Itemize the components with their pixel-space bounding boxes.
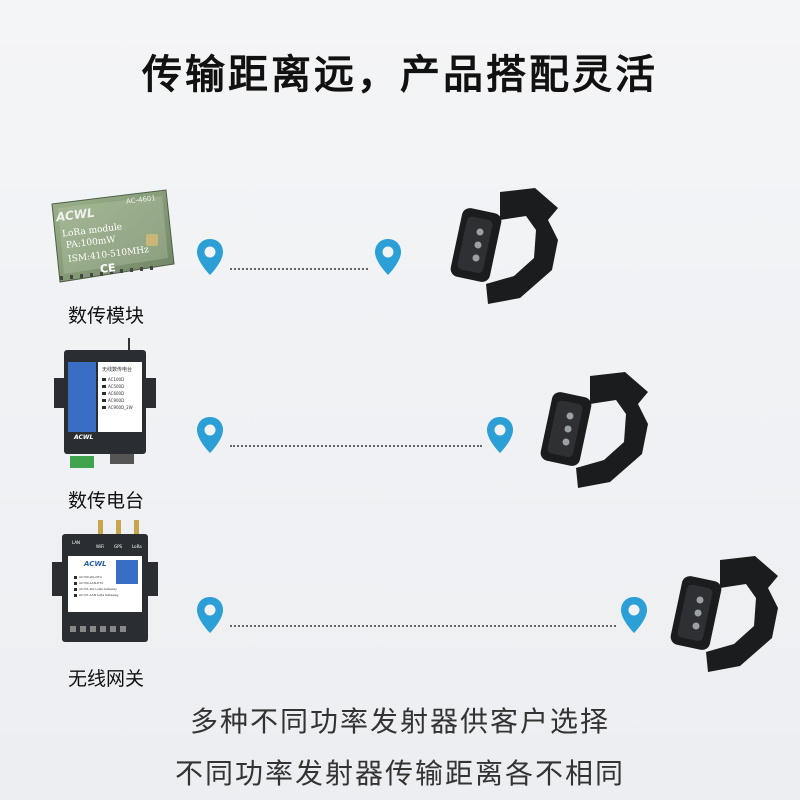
wireless-gateway-box-icon: LAN WiFi GPS LoRa ACWL AC700-WL-DTU AC70… [50, 516, 160, 650]
radio-model-4: AC900D [108, 398, 125, 403]
page-title: 传输距离远，产品搭配灵活 [142, 52, 658, 98]
location-pin-icon [197, 239, 223, 275]
location-pin-icon [197, 597, 223, 633]
radio-station-box-icon: 无线数传电台 AC100D AC500D AC600D AC900D AC900… [50, 338, 160, 474]
distance-line-long [230, 625, 616, 627]
gateway-port-1: LAN [72, 540, 81, 545]
ce-mark: CE [99, 261, 117, 276]
distance-line-medium [230, 445, 482, 447]
smart-watch-icon [540, 372, 648, 488]
location-pin-icon [197, 417, 223, 453]
radio-model-3: AC600D [108, 391, 125, 396]
smart-watch-icon [450, 188, 558, 304]
radio-brand: ACWL [74, 434, 94, 441]
distance-line-short [230, 268, 368, 270]
row-label-module: 数传模块 [67, 305, 144, 327]
radio-model-1: AC100D [108, 377, 125, 382]
gateway-model-4: AC721-LAN LoRa Gateway [79, 593, 119, 597]
gateway-model-1: AC700-WL-DTU [79, 575, 102, 579]
gateway-port-4: LoRa [132, 544, 142, 549]
footer-line-2: 不同功率发射器传输距离各不相同 [174, 757, 625, 790]
gateway-brand: ACWL [84, 560, 107, 568]
radio-model-5: AC900D_2W [108, 405, 133, 410]
gateway-port-2: WiFi [96, 544, 105, 549]
smart-watch-icon [670, 556, 778, 672]
radio-header: 无线数传电台 [102, 367, 133, 373]
location-pin-icon [375, 239, 401, 275]
location-pin-icon [621, 597, 647, 633]
lora-module-chip-icon: ACWL AC-4601 LoRa module PA:100mW ISM:41… [40, 186, 180, 286]
gateway-port-3: GPS [114, 544, 123, 549]
radio-model-2: AC500D [108, 384, 125, 389]
row-label-radio: 数传电台 [67, 490, 144, 512]
row-label-gateway: 无线网关 [67, 668, 144, 690]
footer-line-1: 多种不同功率发射器供客户选择 [189, 705, 610, 738]
gateway-model-2: AC700-LAN-DTU [79, 581, 104, 585]
gateway-model-3: AC721-WL LoRa Gateway [79, 587, 117, 591]
location-pin-icon [487, 417, 513, 453]
